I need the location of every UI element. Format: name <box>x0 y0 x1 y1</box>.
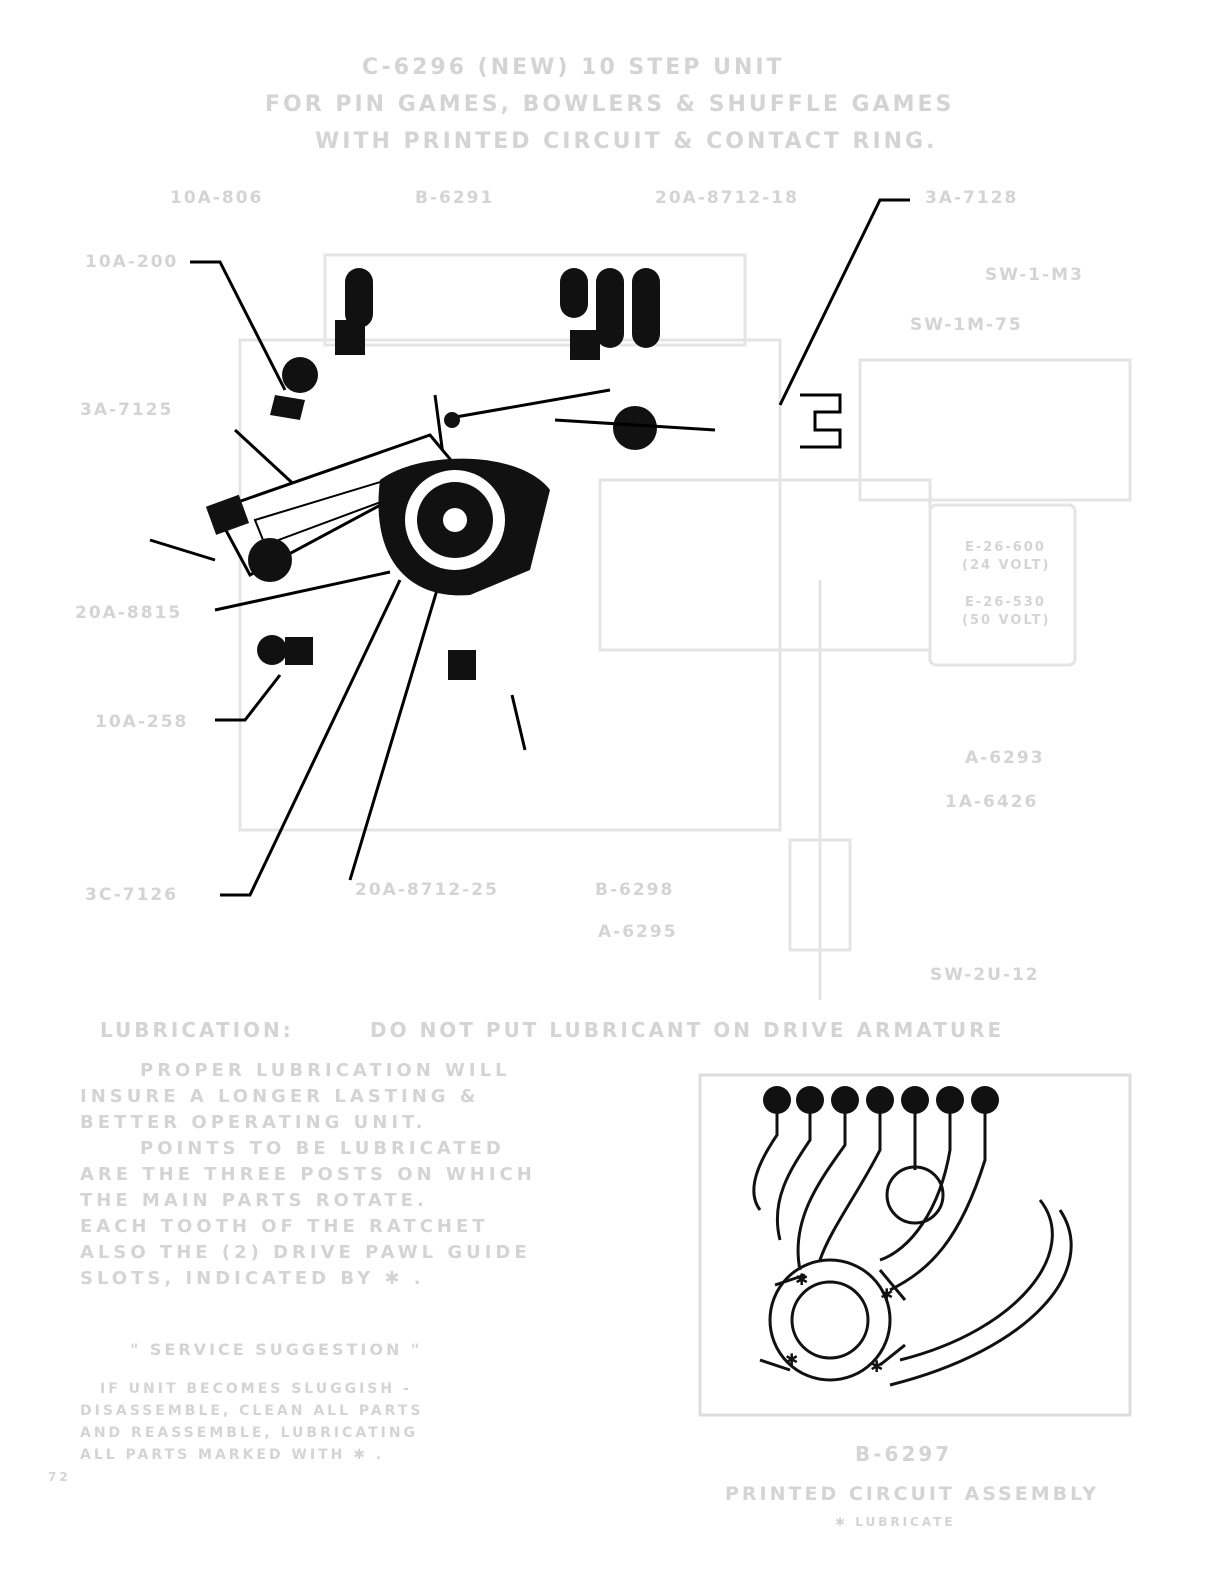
part-label: B-6298 <box>595 880 675 900</box>
svg-text:✱: ✱ <box>880 1285 893 1304</box>
part-label: 3C-7126 <box>85 885 179 905</box>
pcb-lubricate-note: ✱ LUBRICATE <box>835 1515 956 1529</box>
part-label: 10A-200 <box>85 252 179 272</box>
service-heading: " SERVICE SUGGESTION " <box>130 1340 423 1359</box>
part-label: SW-1M-75 <box>910 315 1023 335</box>
part-label: SW-2U-12 <box>930 965 1040 985</box>
part-label: SW-1-M3 <box>985 265 1084 285</box>
part-label: 1A-6426 <box>945 792 1039 812</box>
mechanism-parts <box>205 357 842 680</box>
lubricate-marks: ✱ ✱ ✱ ✱ <box>785 1270 893 1376</box>
coil-voltage: (24 VOLT) <box>962 558 1051 573</box>
part-label: 10A-806 <box>170 188 264 208</box>
part-label: 20A-8712-18 <box>655 188 799 208</box>
page-title: C-6296 (NEW) 10 STEP UNIT <box>362 55 785 80</box>
coil-voltage: (50 VOLT) <box>962 613 1051 628</box>
part-label: B-6291 <box>415 188 495 208</box>
part-label: 3A-7128 <box>925 188 1019 208</box>
lubrication-heading: LUBRICATION: <box>100 1018 294 1042</box>
leader-lines <box>149 198 910 897</box>
part-label: 10A-258 <box>95 712 189 732</box>
part-label: A-6295 <box>598 922 678 942</box>
svg-text:✱: ✱ <box>795 1270 808 1289</box>
pcb-board: ✱ ✱ ✱ ✱ <box>698 1073 1132 1417</box>
frame-outlines <box>238 253 1132 1000</box>
svg-text:✱: ✱ <box>870 1357 883 1376</box>
lubrication-warning: DO NOT PUT LUBRICANT ON DRIVE ARMATURE <box>370 1018 1005 1042</box>
part-label: 20A-8815 <box>75 603 183 623</box>
coil-label: E-26-600 <box>965 540 1046 555</box>
page-subtitle-1: FOR PIN GAMES, BOWLERS & SHUFFLE GAMES <box>265 92 955 117</box>
coil-label: E-26-530 <box>965 595 1046 610</box>
pcb-part-number: B-6297 <box>855 1442 953 1466</box>
part-label: 20A-8712-25 <box>355 880 499 900</box>
service-text: IF UNIT BECOMES SLUGGISH - DISASSEMBLE, … <box>80 1381 424 1463</box>
pcb-caption: PRINTED CIRCUIT ASSEMBLY <box>725 1483 1100 1505</box>
page-subtitle-2: WITH PRINTED CIRCUIT & CONTACT RING. <box>315 129 938 154</box>
page-number: 72 <box>48 1470 71 1484</box>
lubrication-text: PROPER LUBRICATION WILL INSURE A LONGER … <box>80 1060 536 1289</box>
part-label: 3A-7125 <box>80 400 174 420</box>
part-label: A-6293 <box>965 748 1045 768</box>
contact-fingers <box>335 268 660 360</box>
svg-text:✱: ✱ <box>785 1350 798 1369</box>
